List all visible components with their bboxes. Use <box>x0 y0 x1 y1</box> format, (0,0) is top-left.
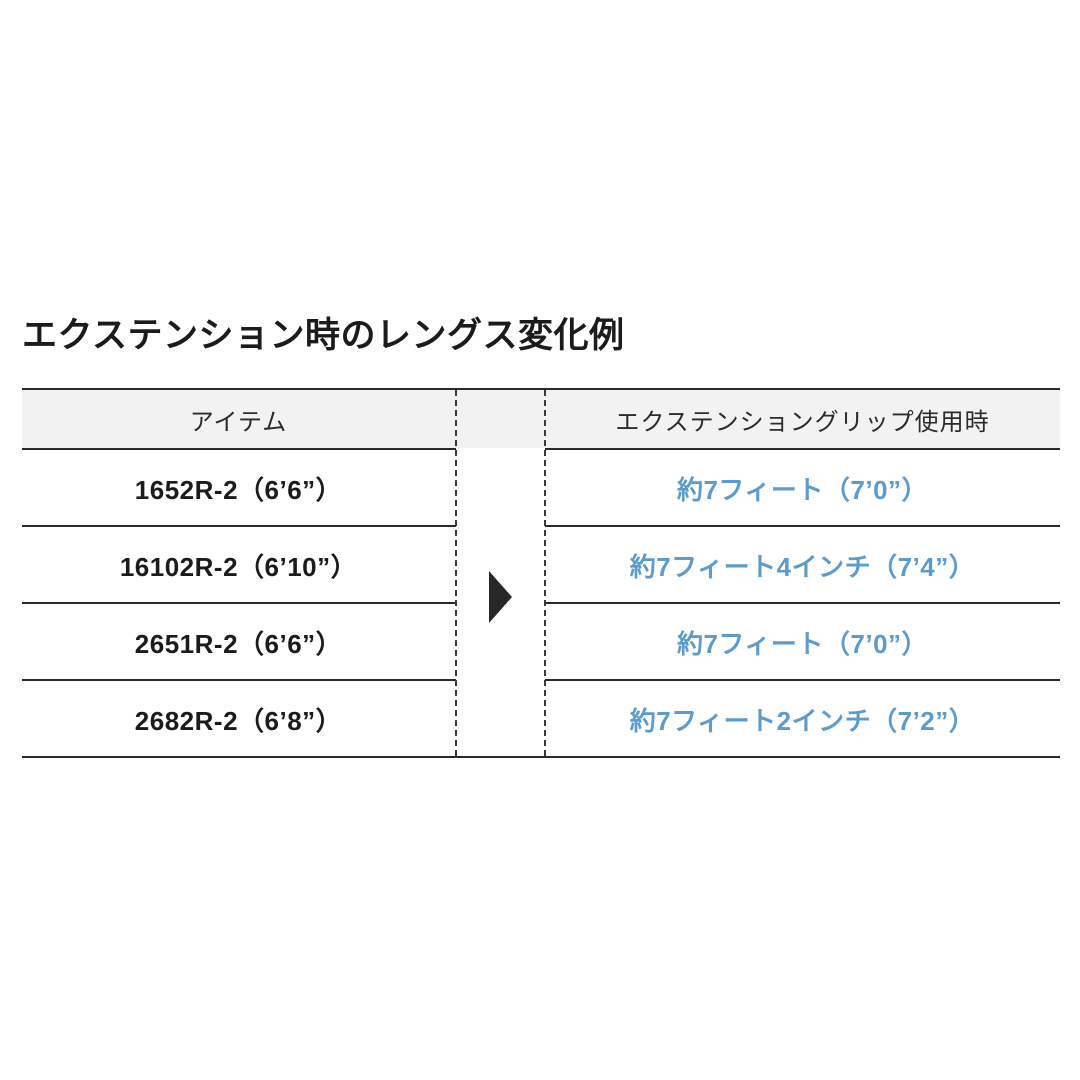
row-separator-2-right <box>545 602 1060 604</box>
table-row: 16102R-2（6’10”） <box>119 552 358 582</box>
header-bottom-border-right <box>545 448 1060 450</box>
row-separator-3-right <box>545 679 1060 681</box>
table-top-border <box>22 388 1060 390</box>
dashed-divider-left <box>455 390 457 756</box>
table-row: 約7フィート4インチ（7’4”） <box>629 552 976 582</box>
table-header-background <box>22 390 1060 448</box>
row-separator-3-left <box>22 679 456 681</box>
dashed-divider-right <box>544 390 546 756</box>
table-row: 2651R-2（6’6”） <box>134 629 343 659</box>
table-row: 1652R-2（6’6”） <box>134 475 343 505</box>
column-header-result: エクステンショングリップ使用時 <box>615 408 990 436</box>
table-bottom-border <box>22 756 1060 758</box>
table-row: 約7フィート（7’0”） <box>676 629 929 659</box>
page-title: エクステンション時のレングス変化例 <box>22 316 625 355</box>
length-change-table: アイテム エクステンショングリップ使用時 1652R-2（6’6”） 約7フィー… <box>22 388 1060 758</box>
table-row: 2682R-2（6’8”） <box>134 706 343 736</box>
arrow-right-icon <box>489 571 512 623</box>
table-row: 約7フィート2インチ（7’2”） <box>629 706 976 736</box>
column-header-item: アイテム <box>189 408 288 436</box>
header-bottom-border-left <box>22 448 456 450</box>
row-separator-1-left <box>22 525 456 527</box>
table-row: 約7フィート（7’0”） <box>676 475 929 505</box>
row-separator-2-left <box>22 602 456 604</box>
row-separator-1-right <box>545 525 1060 527</box>
